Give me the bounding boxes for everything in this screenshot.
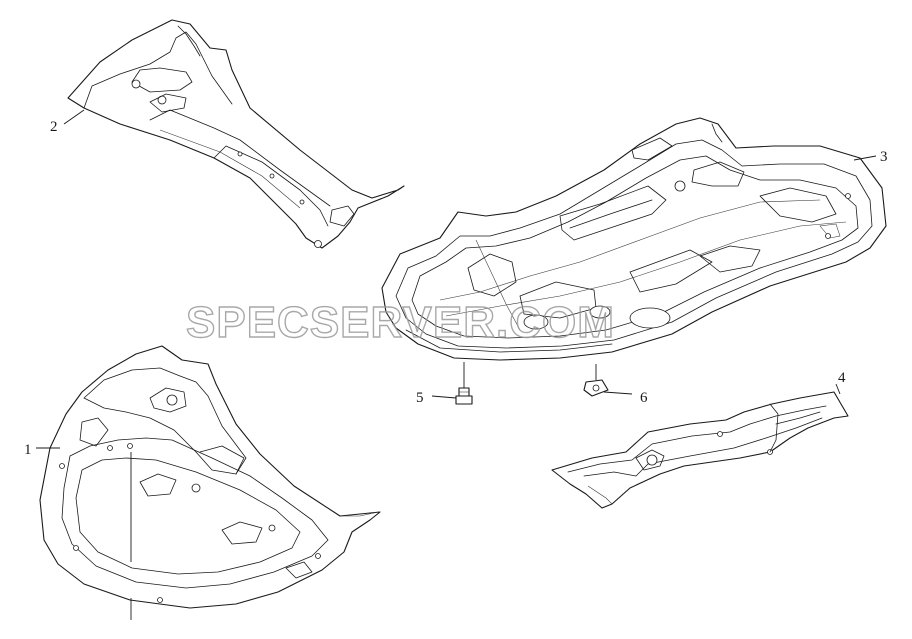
callout-1: 1 [24, 442, 32, 458]
callout-4: 4 [838, 370, 846, 386]
part-4-side-bracket [551, 391, 849, 509]
part-6-clip-nut [583, 364, 609, 397]
part-2-upper-shield [67, 19, 405, 249]
callout-leaders [36, 109, 877, 449]
part-5-bolt [455, 362, 473, 405]
watermark-text: SPECSERVER.COM [186, 298, 615, 347]
part-1-front-shield [39, 345, 381, 620]
leader-2 [63, 109, 85, 125]
callout-5: 5 [416, 390, 424, 406]
leader-4 [835, 383, 841, 395]
callout-2: 2 [50, 119, 58, 135]
leader-3 [853, 155, 877, 161]
callout-6: 6 [640, 390, 648, 406]
part-3-main-underbody-tray [381, 117, 887, 361]
leader-5 [431, 395, 457, 399]
callout-3: 3 [880, 149, 888, 165]
leader-6 [603, 391, 633, 395]
